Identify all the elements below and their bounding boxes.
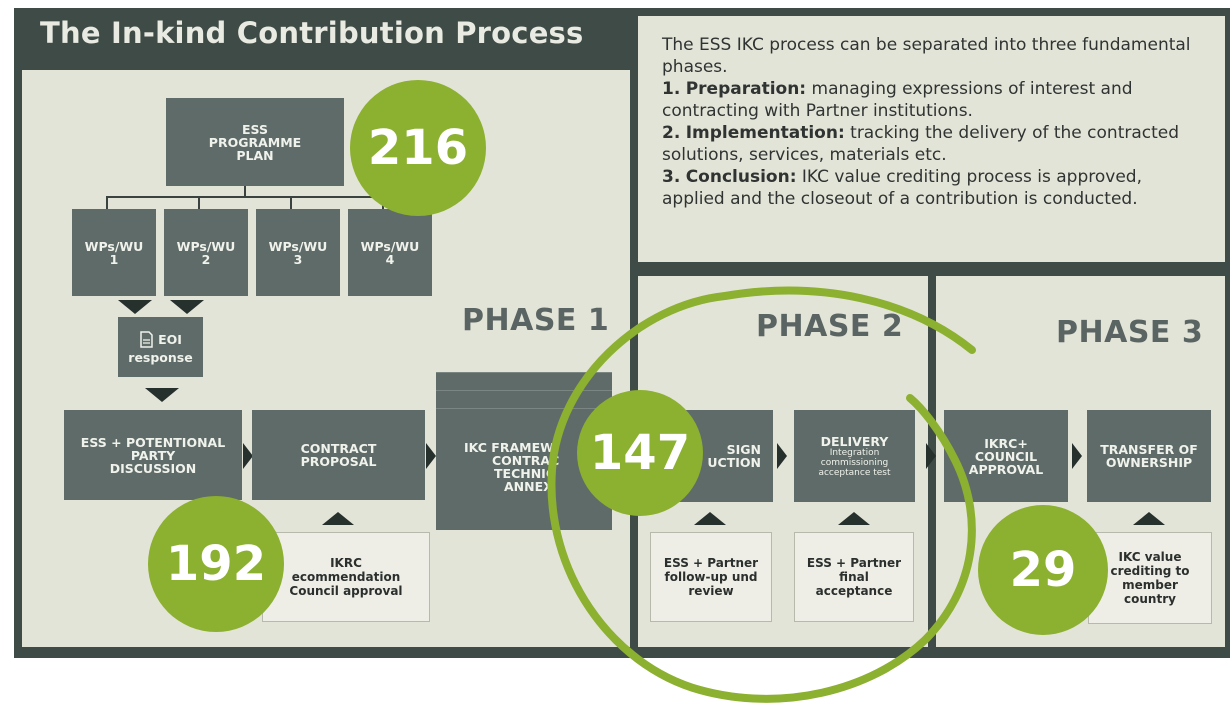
arrow-up-design xyxy=(694,512,726,525)
eoi-response-box: EOI response xyxy=(118,317,203,377)
ikrc-recommendation-box: IKRC ecommendation Council approval xyxy=(262,532,430,622)
arrow-down-wp1 xyxy=(118,300,152,314)
badge-147: 147 xyxy=(577,390,703,516)
info-phase2: 2. Implementation: tracking the delivery… xyxy=(662,123,1180,165)
badge-192: 192 xyxy=(148,496,284,632)
badge-29: 29 xyxy=(978,505,1108,635)
arrow-up-transfer xyxy=(1133,512,1165,525)
discussion-box: ESS + POTENTIONAL PARTY DISCUSSION xyxy=(64,410,242,500)
arrow-up-delivery xyxy=(838,512,870,525)
contract-proposal-box: CONTRACT PROPOSAL xyxy=(252,410,425,500)
arrow-down-eoi xyxy=(145,388,179,402)
crediting-box: IKC value crediting to member country xyxy=(1088,532,1212,624)
arrow-right-design xyxy=(777,443,787,469)
connector-wp2 xyxy=(198,196,200,209)
page-title: The In-kind Contribution Process xyxy=(40,16,584,50)
arrow-right-delivery xyxy=(926,443,936,469)
connector-wp1 xyxy=(106,196,108,209)
phase2-label: PHASE 2 xyxy=(756,309,904,344)
info-phase3: 3. Conclusion: IKC value crediting proce… xyxy=(662,167,1142,209)
arrow-down-wp2 xyxy=(170,300,204,314)
arrow-right-discussion xyxy=(243,443,253,469)
document-icon xyxy=(140,330,153,348)
final-acceptance-box: ESS + Partner final acceptance xyxy=(794,532,914,622)
arrow-right-contract xyxy=(426,443,436,469)
followup-box: ESS + Partner follow-up und review xyxy=(650,532,772,622)
info-phase1: 1. Preparation: managing expressions of … xyxy=(662,79,1133,121)
connector-wp3 xyxy=(290,196,292,209)
info-panel: The ESS IKC process can be separated int… xyxy=(638,16,1225,262)
connector-vertical xyxy=(244,185,246,197)
transfer-box: TRANSFER OF OWNERSHIP xyxy=(1087,410,1211,502)
info-intro: The ESS IKC process can be separated int… xyxy=(662,35,1191,77)
arrow-up-contract xyxy=(322,512,354,525)
phase1-label: PHASE 1 xyxy=(462,303,610,338)
arrow-right-council xyxy=(1072,443,1082,469)
badge-216: 216 xyxy=(350,80,486,216)
connector-horizontal xyxy=(106,196,384,198)
phase3-label: PHASE 3 xyxy=(1056,315,1204,350)
delivery-box: DELIVERY Integration commissioning accep… xyxy=(794,410,915,502)
programme-plan-box: ESS PROGRAMME PLAN xyxy=(166,98,344,186)
